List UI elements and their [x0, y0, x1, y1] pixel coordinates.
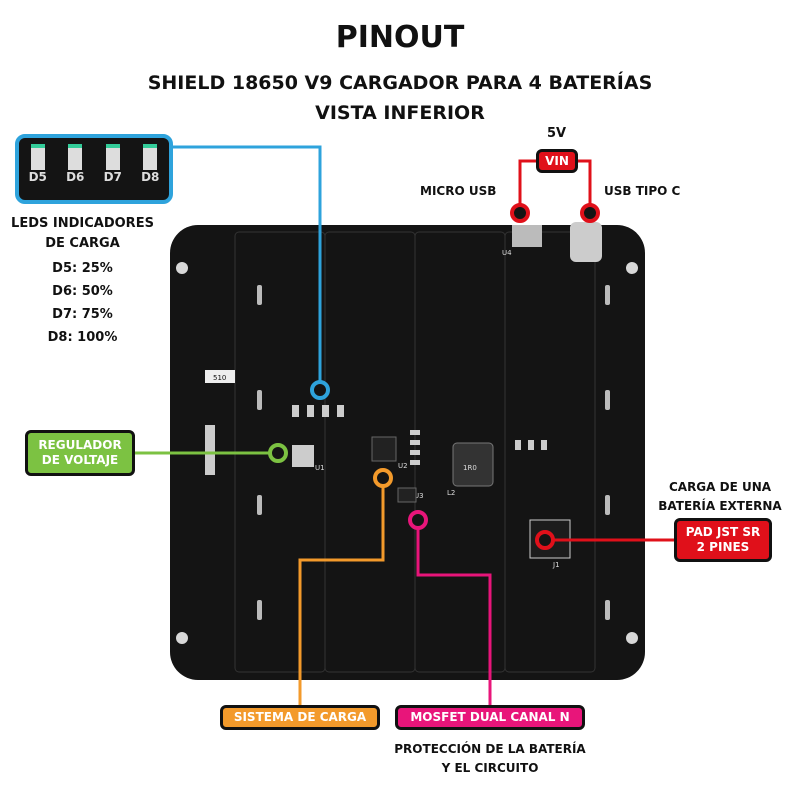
vin-leader-usbc: [575, 159, 592, 205]
silk-u4: U4: [502, 249, 512, 257]
usb-c-label: USB TIPO C: [604, 184, 681, 198]
leds-heading-1: LEDS INDICADORES: [11, 216, 154, 231]
leds-zoom-box: D5 D6 D7 D8: [15, 134, 173, 204]
usb-c-marker: [580, 203, 600, 223]
leds-marker: [310, 380, 330, 400]
vin-leader-micro: [518, 159, 538, 205]
subtitle-line2: VISTA INFERIOR: [315, 102, 485, 124]
external-desc2: BATERÍA EXTERNA: [658, 499, 782, 513]
regulator-line1: REGULADOR: [38, 438, 122, 452]
external-desc1: CARGA DE UNA: [668, 480, 772, 494]
mosfet-ic: [397, 487, 417, 503]
vin-tag: VIN: [536, 149, 578, 173]
leds-heading-2: DE CARGA: [45, 236, 120, 251]
slot-pads: [257, 285, 610, 620]
led-d6: D6: [66, 144, 84, 184]
micro-usb-port: [512, 225, 542, 247]
page-title: PINOUT: [335, 20, 465, 55]
resistor-510: [205, 370, 235, 383]
mosfet-desc: PROTECCIÓN DE LA BATERÍA Y EL CIRCUITO: [370, 740, 610, 778]
usb-c-port: [570, 222, 602, 262]
micro-usb-label: MICRO USB: [420, 184, 497, 198]
micro-usb-marker: [510, 203, 530, 223]
inductor: [452, 442, 494, 487]
external-desc: CARGA DE UNA BATERÍA EXTERNA: [650, 478, 790, 516]
mosfet-tag: MOSFET DUAL CANAL N: [395, 705, 585, 730]
mosfet-marker: [408, 510, 428, 530]
leds-leader-line: [172, 145, 322, 382]
jst-marker: [535, 530, 555, 550]
mosfet-desc2: Y EL CIRCUITO: [441, 761, 539, 775]
led-d8: D8: [141, 144, 159, 184]
led-d7: D7: [104, 144, 122, 184]
leds-legend: LEDS INDICADORES DE CARGA D5: 25% D6: 50…: [5, 214, 160, 349]
silk-u2: U2: [398, 462, 408, 470]
charging-tag: SISTEMA DE CARGA: [220, 705, 380, 730]
subtitle-line1: SHIELD 18650 V9 CARGADOR PARA 4 BATERÍAS: [147, 72, 653, 94]
charger-ic: [371, 436, 397, 462]
charging-marker: [373, 468, 393, 488]
mosfet-desc1: PROTECCIÓN DE LA BATERÍA: [394, 742, 586, 756]
led-level-d7: D7: 75%: [52, 307, 113, 322]
led-d5: D5: [29, 144, 47, 184]
pcb-board: [170, 225, 645, 680]
jst-line1: PAD JST SR: [685, 525, 761, 539]
leds-on-board: [292, 405, 344, 417]
mosfet-leader-line: [416, 528, 492, 705]
vin-voltage: 5V: [546, 126, 567, 141]
led-level-d5: D5: 25%: [52, 261, 113, 276]
charging-leader-line: [298, 486, 385, 705]
regulator-marker: [268, 443, 288, 463]
led-level-d6: D6: 50%: [52, 284, 113, 299]
capacitors: [410, 430, 547, 465]
regulator-components: [205, 425, 314, 475]
led-level-d8: D8: 100%: [47, 330, 118, 345]
mounting-holes: [176, 262, 638, 644]
regulator-line2: DE VOLTAJE: [41, 453, 119, 467]
silk-l2: L2: [447, 489, 455, 497]
silk-inductor: 1R0: [463, 464, 477, 472]
silk-u1: U1: [315, 464, 325, 472]
silk-u3: U3: [414, 492, 424, 500]
silk-510: 510: [213, 374, 226, 382]
jst-line2: 2 PINES: [696, 540, 750, 554]
silk-j1: J1: [552, 561, 560, 569]
